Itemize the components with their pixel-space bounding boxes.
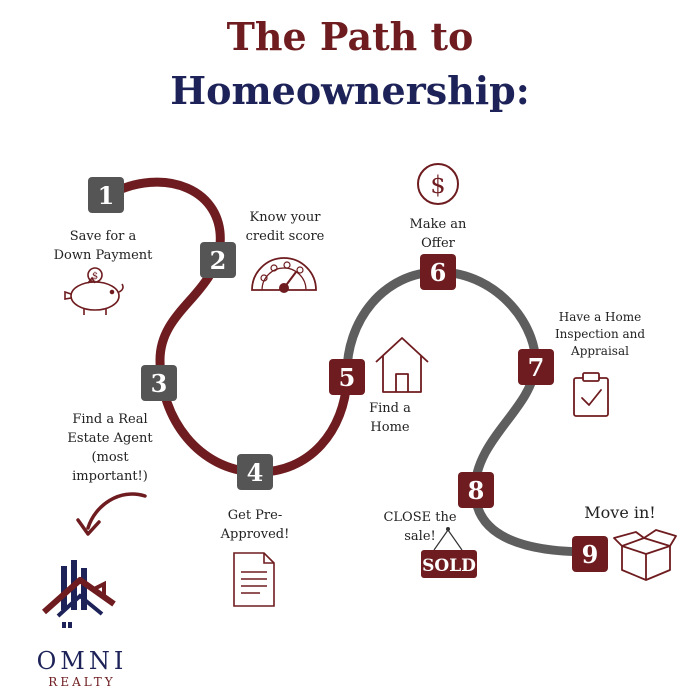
path-segment-maroon bbox=[103, 177, 352, 477]
svg-text:$: $ bbox=[430, 171, 445, 199]
step-6-label-line: Make an bbox=[409, 217, 467, 232]
step-5-label-line: Find a bbox=[369, 401, 411, 416]
step-8-label: CLOSE the sale! bbox=[370, 508, 470, 546]
piggy-bank-icon: $ bbox=[64, 267, 124, 315]
step-2-label-line: credit score bbox=[245, 229, 325, 244]
clipboard-icon bbox=[573, 372, 609, 417]
step-7-label-line: Inspection and bbox=[554, 327, 646, 341]
title-line-2: Homeownership: bbox=[170, 68, 530, 113]
step-2-label-line: Know your bbox=[249, 210, 321, 225]
step-2-number: 2 bbox=[210, 246, 227, 275]
step-6-label: Make an Offer bbox=[383, 215, 493, 253]
step-4-label-line: Approved! bbox=[220, 527, 290, 542]
step-3-label-line: Find a Real bbox=[72, 412, 148, 427]
step-1-label-line: Save for a bbox=[69, 229, 137, 244]
moving-box-icon bbox=[613, 529, 677, 581]
step-9-label-line: Move in! bbox=[584, 503, 656, 522]
step-7-label-line: Have a Home bbox=[558, 310, 642, 324]
step-7-box: 7 bbox=[518, 349, 554, 385]
credit-gauge-icon bbox=[251, 257, 317, 293]
step-6-number: 6 bbox=[430, 258, 447, 287]
step-8-number: 8 bbox=[468, 476, 485, 505]
step-3-box: 3 bbox=[141, 365, 177, 401]
logo-sub: REALTY bbox=[48, 675, 116, 689]
step-3-label-line: important!) bbox=[72, 469, 148, 484]
sold-sign-icon: SOLD bbox=[421, 527, 477, 578]
step-7-label-line: Appraisal bbox=[571, 344, 629, 358]
step-9-box: 9 bbox=[572, 536, 608, 572]
logo-name: OMNI bbox=[36, 647, 128, 675]
step-5-number: 5 bbox=[339, 363, 356, 392]
step-8-label-line: CLOSE the bbox=[383, 510, 457, 525]
step-7-number: 7 bbox=[528, 353, 545, 382]
step-4-box: 4 bbox=[237, 454, 273, 490]
step-9-number: 9 bbox=[582, 540, 599, 569]
step-2-box: 2 bbox=[200, 242, 236, 278]
title-line-1: The Path to bbox=[226, 14, 474, 59]
step-1-label: Save for a Down Payment bbox=[48, 227, 158, 265]
step-2-label: Know your credit score bbox=[230, 208, 340, 246]
step-3-label-line: (most bbox=[91, 450, 129, 465]
step-7-label: Have a Home Inspection and Appraisal bbox=[540, 309, 660, 360]
step-4-label-line: Get Pre- bbox=[227, 508, 283, 523]
step-6-label-line: Offer bbox=[421, 236, 455, 251]
omni-logo-icon bbox=[42, 560, 116, 628]
dollar-icon: $ bbox=[417, 163, 459, 205]
step-5-label-line: Home bbox=[370, 420, 410, 435]
house-icon bbox=[375, 337, 429, 393]
step-4-number: 4 bbox=[247, 458, 264, 487]
svg-text:$: $ bbox=[92, 271, 98, 282]
sold-sign-text: SOLD bbox=[422, 556, 476, 576]
arrow-icon bbox=[76, 492, 147, 536]
step-3-label: Find a Real Estate Agent (most important… bbox=[55, 410, 165, 486]
step-1-label-line: Down Payment bbox=[53, 248, 153, 263]
step-6-box: 6 bbox=[420, 254, 456, 290]
step-5-box: 5 bbox=[329, 359, 365, 395]
document-icon bbox=[233, 552, 275, 607]
step-8-box: 8 bbox=[458, 472, 494, 508]
step-3-number: 3 bbox=[151, 369, 168, 398]
step-1-box: 1 bbox=[88, 177, 124, 213]
step-4-label: Get Pre- Approved! bbox=[200, 506, 310, 544]
step-8-label-line: sale! bbox=[404, 529, 436, 544]
step-5-label: Find a Home bbox=[350, 399, 430, 437]
step-3-label-line: Estate Agent bbox=[67, 431, 153, 446]
step-9-label: Move in! bbox=[570, 503, 670, 522]
step-1-number: 1 bbox=[98, 181, 115, 210]
